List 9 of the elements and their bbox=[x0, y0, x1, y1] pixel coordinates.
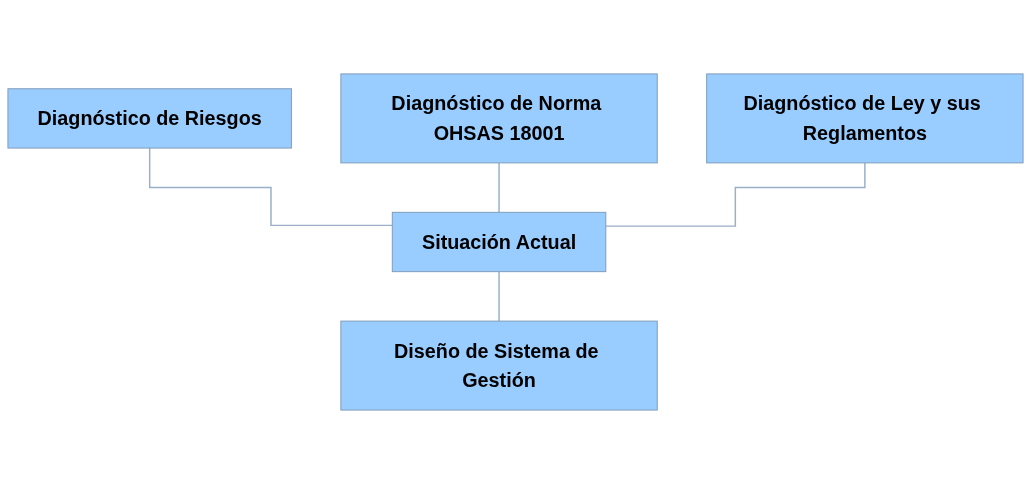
node-box: Diagnóstico de Norma OHSAS 18001 bbox=[340, 72, 658, 163]
node-box: Diagnóstico de Ley y sus Reglamentos bbox=[706, 72, 1024, 163]
connector bbox=[498, 270, 500, 322]
connector bbox=[605, 161, 866, 227]
node-box: Diagnóstico de Riesgos bbox=[7, 87, 292, 149]
node-box: Situación Actual bbox=[391, 211, 607, 272]
connector bbox=[148, 146, 394, 226]
connector bbox=[498, 161, 500, 213]
node-box: Diseño de Sistema de Gestión bbox=[340, 320, 658, 411]
